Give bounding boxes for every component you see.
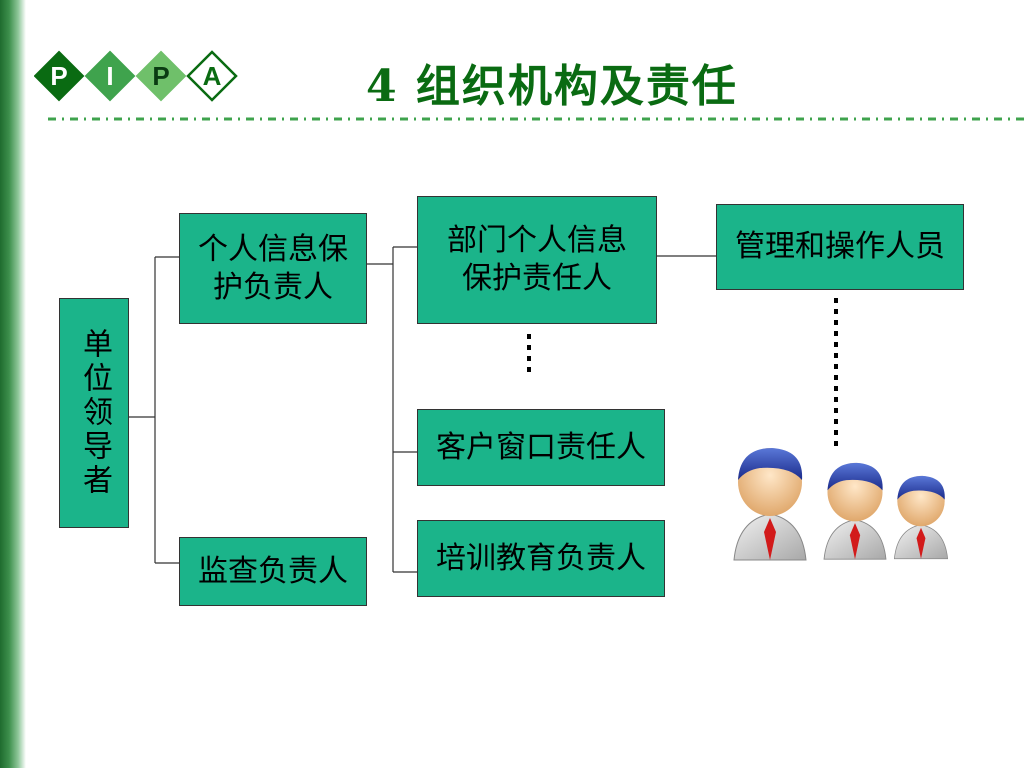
training-head-box: 培训教育负责人 bbox=[417, 520, 665, 597]
supervision-head-box: 监查负责人 bbox=[179, 537, 367, 606]
person-icon-3 bbox=[893, 475, 949, 560]
dept-pi-responsible-box: 部门个人信息保护责任人 bbox=[417, 196, 657, 324]
person-icon-1 bbox=[733, 448, 807, 561]
page-title: 4 组织机构及责任 bbox=[366, 61, 738, 112]
logo-letter-p2: P bbox=[152, 61, 169, 91]
customer-window-label: 客户窗口责任人 bbox=[436, 429, 646, 465]
logo-letter-a: A bbox=[203, 61, 222, 91]
leader-label: 单位领导者 bbox=[77, 328, 112, 498]
pi-protection-head-box: 个人信息保护负责人 bbox=[179, 213, 367, 324]
side-accent-bar bbox=[0, 0, 26, 768]
logo-diamond-4: A bbox=[186, 50, 238, 102]
person-icon-2 bbox=[823, 462, 887, 560]
training-head-label: 培训教育负责人 bbox=[436, 540, 646, 576]
customer-window-box: 客户窗口责任人 bbox=[417, 409, 665, 486]
logo-diamond-2: I bbox=[84, 50, 136, 102]
logo-diamond-1: P bbox=[34, 50, 85, 102]
pipa-logo: P I P A bbox=[34, 50, 238, 102]
logo-diamond-3: P bbox=[135, 50, 187, 102]
logo-letter-p1: P bbox=[50, 61, 67, 91]
people-group-icon bbox=[733, 448, 949, 561]
logo-letter-i: I bbox=[106, 61, 113, 91]
dept-pi-responsible-label: 部门个人信息保护责任人 bbox=[447, 223, 627, 296]
mgmt-operators-box: 管理和操作人员 bbox=[716, 204, 964, 290]
supervision-head-label: 监查负责人 bbox=[198, 553, 348, 589]
pi-protection-head-label: 个人信息保护负责人 bbox=[198, 231, 348, 305]
leader-box: 单位领导者 bbox=[59, 298, 129, 528]
mgmt-operators-label: 管理和操作人员 bbox=[735, 229, 945, 264]
title-divider bbox=[48, 117, 1024, 121]
